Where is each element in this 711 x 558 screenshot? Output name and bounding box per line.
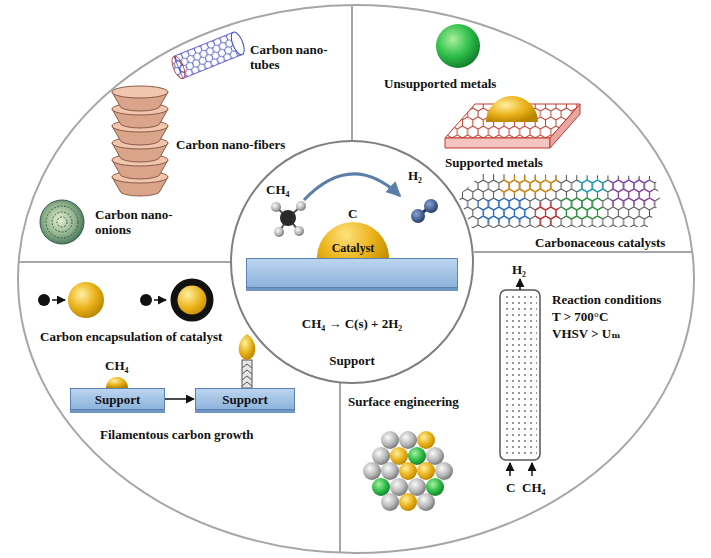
condition-label: VHSV > Uₘ xyxy=(552,324,621,342)
formula-label-text: CH₄ xyxy=(266,182,289,197)
structure-label: Carbon nano-onions xyxy=(95,207,179,237)
stream-label-text: H₂ xyxy=(512,262,526,277)
stream-label: C xyxy=(506,478,515,496)
structure-label-text: Carbon nano-onions xyxy=(95,207,179,237)
stream-label-text: CH₄ xyxy=(522,480,545,495)
support-slab: Support xyxy=(70,388,165,410)
section-label-text: Carbon encapsulation of catalyst xyxy=(40,329,222,344)
structure-label: Carbon nano-fibers xyxy=(176,135,285,153)
section-label-text: Filamentous carbon growth xyxy=(100,427,254,442)
condition-label-text: T > 700°C xyxy=(552,309,608,324)
catalyst-label-text: Carbonaceous catalysts xyxy=(535,235,665,250)
catalyst-label: Supported metals xyxy=(445,153,543,171)
formula-label: CH₄ xyxy=(105,356,128,374)
node-text: Support xyxy=(95,392,141,407)
condition-label-text: Reaction conditions xyxy=(552,292,661,307)
condition-label: T > 700°C xyxy=(552,307,608,325)
stream-label: H₂ xyxy=(512,260,526,278)
catalyst-label: Unsupported metals xyxy=(384,74,496,92)
node-text: Catalyst xyxy=(332,241,375,255)
catalyst-label-text: Unsupported metals xyxy=(384,76,496,91)
formula-label: CH₄ xyxy=(266,180,289,198)
catalyst-dome: Catalyst xyxy=(317,222,389,258)
node-text: CH₄ → C(s) + 2H₂ xyxy=(302,316,402,331)
node-text: Support xyxy=(222,392,268,407)
section-label: Surface engineering xyxy=(348,392,459,410)
structure-label-text: Carbon nano-tubes xyxy=(250,42,334,72)
stream-label: CH₄ xyxy=(522,478,545,496)
section-label: Filamentous carbon growth xyxy=(100,425,254,443)
flow-arrow xyxy=(165,398,194,400)
structure-label-text: Carbon nano-fibers xyxy=(176,137,285,152)
formula-label-text: H₂ xyxy=(408,168,422,183)
structure-label: Carbon nano-tubes xyxy=(250,42,334,72)
formula-label: H₂ xyxy=(408,166,422,184)
catalyst-label-text: Supported metals xyxy=(445,155,543,170)
formula-label-text: C xyxy=(348,206,357,221)
catalyst-label: Carbonaceous catalysts xyxy=(535,233,665,251)
section-label-text: Surface engineering xyxy=(348,394,459,409)
formula-label-text: CH₄ xyxy=(105,358,128,373)
node-text: Support xyxy=(329,353,375,368)
condition-label: Reaction conditions xyxy=(552,290,661,308)
formula-label: C xyxy=(348,204,357,222)
reaction-circle: CH₄ → C(s) + 2H₂ CatalystSupport xyxy=(230,140,474,384)
condition-label-text: VHSV > Uₘ xyxy=(552,326,621,341)
stream-label-text: C xyxy=(506,480,515,495)
section-label: Carbon encapsulation of catalyst xyxy=(40,327,222,345)
support-slab: Support xyxy=(246,258,458,288)
support-slab: Support xyxy=(195,388,295,410)
